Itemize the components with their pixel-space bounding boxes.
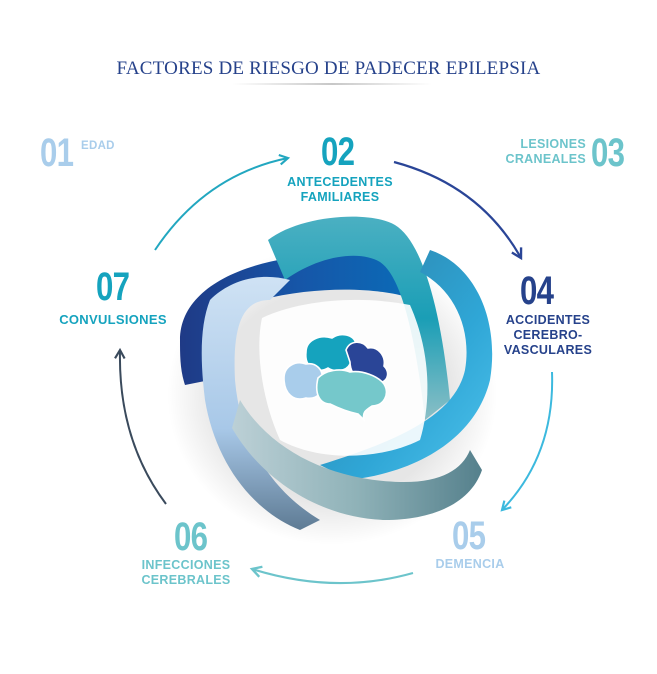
factor-06-label: INFECCIONES CEREBRALES (141, 558, 231, 587)
factor-05-label: DEMENCIA (435, 557, 505, 571)
ribbon-knot-graphic (167, 216, 497, 545)
page-title: FACTORES DE RIESGO DE PADECER EPILEPSIA (116, 58, 541, 79)
factor-06-number: 06 (174, 515, 208, 559)
factor-03-label: LESIONES CRANEALES (505, 137, 586, 166)
factor-07-number: 07 (96, 265, 130, 309)
factor-02-number: 02 (321, 130, 355, 174)
factor-07-label: CONVULSIONES (59, 312, 167, 327)
arrow-05-to-06 (249, 565, 414, 585)
arrow-06-to-07 (114, 347, 167, 505)
factor-05-number: 05 (452, 514, 486, 558)
factor-04-label: ACCIDENTES CEREBRO- VASCULARES (503, 313, 593, 357)
factor-01-label: EDAD (81, 140, 115, 152)
factor-02-label: ANTECEDENTES FAMILIARES (287, 175, 393, 204)
factor-03-number: 03 (591, 131, 625, 175)
factor-01-number: 01 (40, 131, 74, 175)
brain-icon (283, 333, 389, 423)
arrow-04-to-05 (500, 371, 554, 512)
arrow-01-to-02 (154, 153, 291, 251)
factor-04-number: 04 (520, 269, 554, 313)
arrow-02-to-04 (393, 160, 523, 261)
title-divider (232, 83, 432, 85)
